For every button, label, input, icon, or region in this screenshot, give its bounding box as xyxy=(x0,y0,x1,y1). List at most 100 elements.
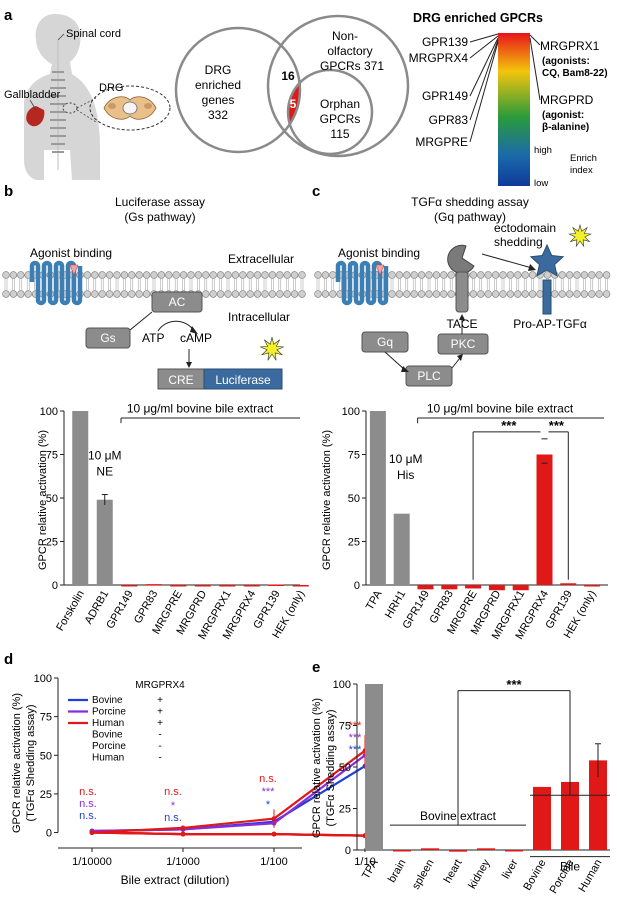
heatmap-gene-gpr139: GPR139 xyxy=(422,35,468,49)
light-burst-icon-c xyxy=(568,223,592,248)
d-point-Human xyxy=(271,831,277,837)
lipid-head xyxy=(231,290,240,298)
ac-box xyxy=(151,291,203,313)
lipid-head xyxy=(440,271,448,279)
heatmap-note-mrgprd-1: (agonist: xyxy=(542,110,584,121)
lipid-head xyxy=(83,290,92,298)
tace-stalk xyxy=(455,271,469,313)
heatmap-gene-gpr149: GPR149 xyxy=(422,89,468,103)
lipid-head xyxy=(573,271,581,279)
lipid-head xyxy=(83,271,92,279)
lipid-head xyxy=(298,271,306,279)
d-legend-sign: - xyxy=(158,730,161,741)
e-ytick-label: 75 xyxy=(339,721,351,733)
lipid-head xyxy=(276,290,284,298)
panel-label-c: c xyxy=(312,183,320,200)
lipid-head xyxy=(588,290,596,298)
lipid-head xyxy=(261,271,269,279)
c-bar-GPR139 xyxy=(560,583,577,585)
lipid-head xyxy=(209,290,217,298)
d-legend-sign: + xyxy=(157,695,163,706)
gpcr-receptor-b xyxy=(29,260,83,306)
cre-label: CRE xyxy=(168,373,193,387)
b-intracellular: Intracellular xyxy=(228,310,290,324)
lipid-head xyxy=(120,271,129,279)
b-title-2: (Gs pathway) xyxy=(124,210,195,224)
lipid-head xyxy=(165,271,173,279)
lipid-head xyxy=(329,271,337,279)
pro-ap-tgfa-stalk xyxy=(542,279,552,315)
plc-box xyxy=(405,365,453,387)
heatmap-gene-mrgprx1: MRGPRX1 xyxy=(540,39,600,53)
heatmap-legend-title-1: Enrich xyxy=(570,153,597,164)
d-point-Human xyxy=(180,825,186,831)
c-bar-TPA xyxy=(369,411,386,585)
lipid-head xyxy=(514,271,522,279)
b-bar-GPR139 xyxy=(268,584,285,586)
e-xtick-label: heart xyxy=(442,858,465,886)
d-series-line-Human- xyxy=(91,831,366,837)
lipid-head xyxy=(395,290,404,298)
heatmap-gene-gpr83: GPR83 xyxy=(429,113,469,127)
lipid-head xyxy=(329,290,337,298)
lipid-head xyxy=(388,271,396,279)
lipid-head xyxy=(2,271,10,279)
e-xtick-label: Human xyxy=(576,858,604,895)
label-spinal-cord: Spinal cord xyxy=(66,28,121,40)
luciferase-label: Luciferase xyxy=(215,373,271,387)
d-significance: *** xyxy=(262,786,276,798)
lipid-head xyxy=(447,290,455,298)
lipid-head xyxy=(432,290,441,298)
c-agonist-label: Agonist binding xyxy=(338,246,420,260)
lipid-head xyxy=(403,271,411,279)
venn-inner-line2: GPCRs xyxy=(320,112,361,126)
lipid-head xyxy=(425,271,433,279)
heatmap-legend-high: high xyxy=(534,145,552,156)
c-bar-GPR149 xyxy=(417,585,434,590)
gpcr-receptor-c xyxy=(335,260,389,306)
c-ytick-label: 0 xyxy=(354,580,360,592)
lipid-head xyxy=(224,290,232,298)
panel-label-d: d xyxy=(4,651,13,668)
lipid-head xyxy=(484,290,492,298)
lipid-head xyxy=(580,271,589,279)
b-bar-HEK (only) xyxy=(292,585,309,587)
lipid-head xyxy=(268,290,277,298)
b-bar-MRGPRD xyxy=(194,585,211,587)
b-bar-MRGPRX4 xyxy=(243,585,260,587)
d-legend-sign: + xyxy=(157,707,163,718)
d-legend-name: Bovine xyxy=(92,730,123,741)
lipid-head xyxy=(224,271,232,279)
venn-left-line3: genes xyxy=(202,93,235,107)
lipid-head xyxy=(484,271,492,279)
e-xtick-label: Bovine xyxy=(521,858,548,893)
panel-label-e: e xyxy=(312,659,320,676)
lipid-head xyxy=(558,290,566,298)
lipid-head xyxy=(105,271,114,279)
c-bar-MRGPRD xyxy=(488,585,505,591)
heatmap-legend-low: low xyxy=(534,178,548,189)
lipid-head xyxy=(528,290,537,298)
d-ytick-label: 0 xyxy=(46,828,52,840)
pkc-label: PKC xyxy=(451,337,476,351)
lipid-head xyxy=(202,290,210,298)
lipid-head xyxy=(440,290,448,298)
lipid-head xyxy=(521,271,529,279)
lipid-head xyxy=(216,290,225,298)
lipid-head xyxy=(506,271,515,279)
panel-label-a: a xyxy=(4,7,13,24)
lipid-head xyxy=(558,271,566,279)
venn-left-line1: DRG xyxy=(205,63,232,77)
lipid-head xyxy=(276,271,284,279)
b-xtick-label: Forskolin xyxy=(54,589,87,634)
d-series-line-Human+ xyxy=(91,749,366,834)
lipid-head xyxy=(314,271,322,279)
lipid-head xyxy=(261,290,269,298)
lipid-head xyxy=(9,290,18,298)
lipid-head xyxy=(283,271,291,279)
venn-circle-drg xyxy=(174,26,302,154)
lipid-head xyxy=(543,271,552,279)
